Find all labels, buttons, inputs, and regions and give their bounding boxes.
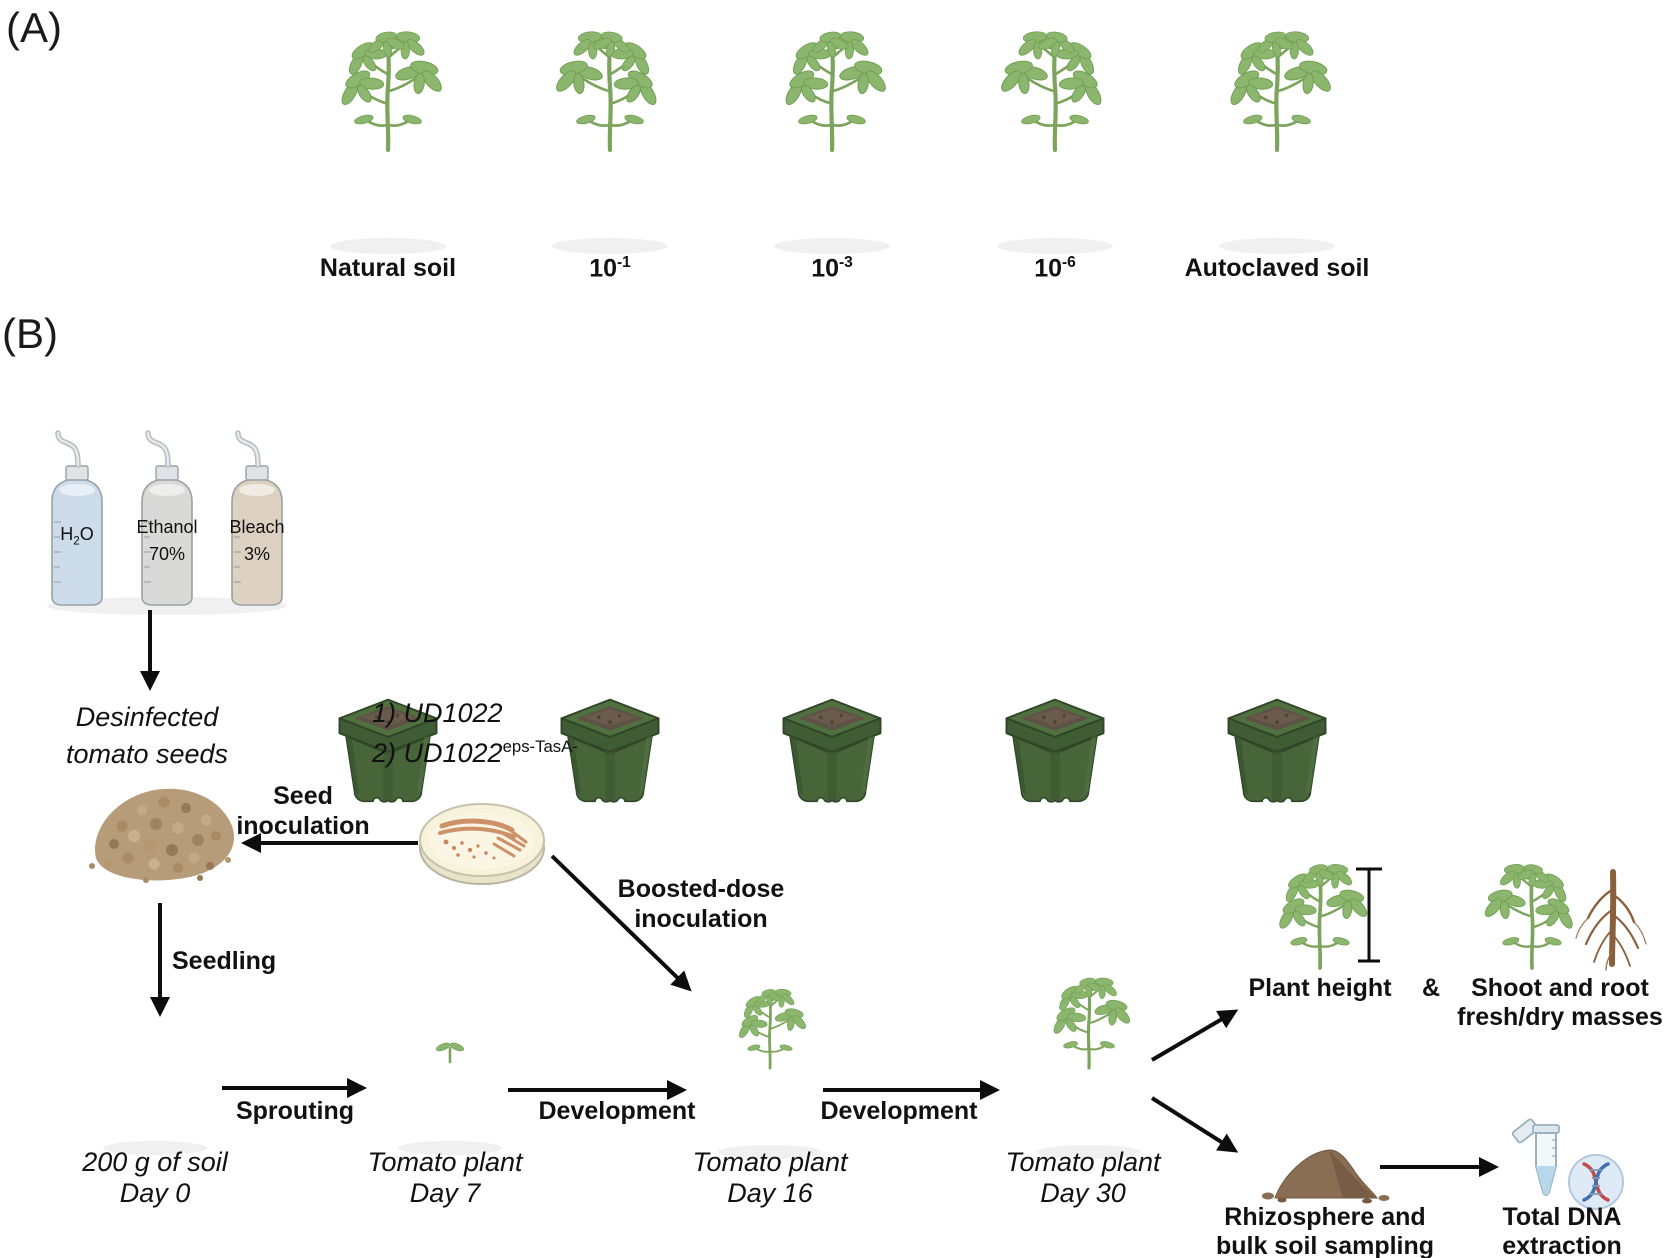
strain-sup: eps-TasA- [502,737,578,756]
day30-pot-icon [1037,974,1141,1159]
dilution-base: 10 [589,254,618,283]
label-water-bottle: H2O [60,521,94,555]
desinfected-line2: tomato seeds [65,739,229,769]
petri-dish-icon [419,803,545,885]
panel-a-label: (A) [6,4,62,51]
label-dilution-10-3: 10-3 [811,254,853,283]
desinfected-line1: Desinfected [75,702,219,732]
panel-b-label: (B) [2,310,58,357]
h2o-post: O [79,524,94,544]
stage-day30-line2: Day 30 [1040,1178,1126,1208]
rhizosphere-line1: Rhizosphere and [1224,1203,1426,1231]
pot-natural-soil-icon [330,26,450,802]
stage-day7-line2: Day 7 [409,1178,481,1208]
water-bottle-icon [52,433,102,605]
label-ampersand: & [1421,974,1441,1002]
wash-bottles-icon [47,433,287,615]
dilution-base: 10 [811,254,840,283]
day7-pot-icon [398,1040,502,1155]
label-development-1: Development [538,1097,696,1125]
total-dna-line1: Total DNA [1502,1203,1622,1231]
dilution-base: 10 [1034,254,1063,283]
seed-pile-icon [89,788,235,883]
stage-pots [103,974,1141,1159]
dilution-exp: -1 [617,254,631,271]
stage-day0-line1: 200 g of soil [82,1147,228,1177]
panel-a-pots [330,26,1339,802]
pot-autoclaved-soil-icon [1219,26,1339,802]
strain-base: 2) UD1022 [372,738,503,768]
ethanol-line2: 70% [148,544,186,564]
pot-dilution-10-3-icon [774,26,894,802]
label-strains: 1) UD1022 2) UD1022eps-TasA- [372,696,578,770]
ethanol-line1: Ethanol [136,517,198,537]
label-development-2: Development [820,1097,978,1125]
arrow-boosted-dose [550,854,692,992]
label-dilution-10-1: 10-1 [589,254,631,283]
label-bleach-bottle: Bleach 3% [229,514,284,568]
seed-inoc-line2: inoculation [236,812,370,840]
plant-height-icon [1270,860,1382,968]
label-seedling: Seedling [172,947,277,975]
stage-day30-line1: Tomato plant [1005,1147,1161,1177]
dilution-exp: -6 [1062,254,1076,271]
microcentrifuge-tube-icon [1511,1118,1560,1196]
dilution-exp: -3 [839,254,853,271]
bleach-line1: Bleach [229,517,285,537]
seed-inoc-line1: Seed [273,782,333,810]
total-dna-line2: extraction [1502,1232,1622,1258]
height-gauge-icon [1356,867,1382,963]
shoot-root-line2: fresh/dry masses [1457,1003,1663,1031]
shoot-root-line1: Shoot and root [1471,974,1649,1002]
label-dilution-10-6: 10-6 [1034,254,1076,283]
bacteria-colonies-icon [443,839,496,860]
soil-mound-icon [1262,1149,1390,1204]
boosted-line2: inoculation [634,905,768,933]
strain-ud1022-mutant: 2) UD1022eps-TasA- [372,730,578,770]
stage-day7-line1: Tomato plant [367,1147,523,1177]
shoot-and-root-icon [1477,860,1646,970]
strain-ud1022: 1) UD1022 [372,698,503,728]
day16-pot-icon [718,986,822,1159]
label-plant-height: Plant height [1248,974,1392,1002]
label-desinfected-seeds: Desinfected tomato seeds [66,699,228,773]
label-autoclaved-soil: Autoclaved soil [1184,254,1370,282]
pot-dilution-10-6-icon [993,26,1113,802]
bleach-line2: 3% [243,544,271,564]
day0-pot-icon [103,1141,207,1155]
h2o-sub: 2 [73,534,80,548]
label-ethanol-bottle: Ethanol 70% [136,514,197,568]
boosted-line1: Boosted-dose [617,875,785,903]
pot-dilution-10-1-icon [548,26,668,802]
rhizosphere-line2: bulk soil sampling [1215,1232,1435,1258]
bacteria-streaks-icon [438,818,528,858]
arrow-to-soil-sampling [1150,1096,1239,1153]
arrow-to-measurements [1150,1009,1239,1062]
stage-day16-line1: Tomato plant [692,1147,848,1177]
label-natural-soil: Natural soil [319,254,457,282]
stage-day16-line2: Day 16 [727,1178,813,1208]
dna-magnifier-icon [1568,1154,1624,1210]
stage-day0-line2: Day 0 [119,1178,191,1208]
label-sprouting: Sprouting [235,1097,355,1125]
h2o-pre: H [60,524,74,544]
